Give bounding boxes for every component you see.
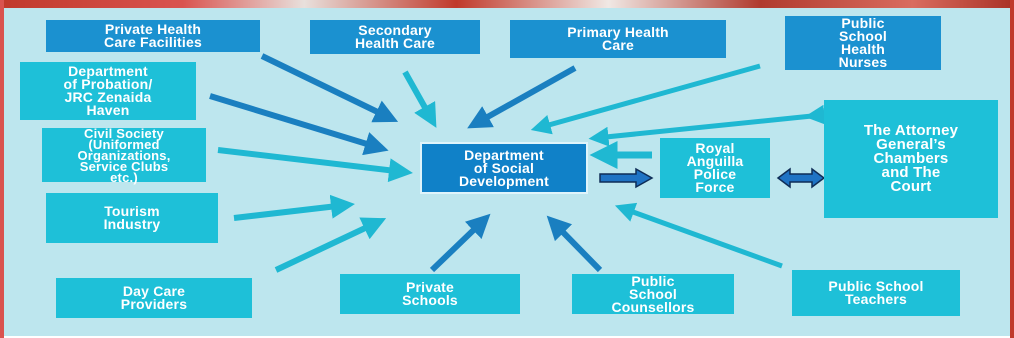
node-public-school-counsellors: Public School Counsellors	[572, 274, 734, 314]
node-day-care-providers: Day Care Providers	[56, 278, 252, 318]
node-royal-anguilla-police-force: Royal Anguilla Police Force	[660, 138, 770, 198]
node-secondary-health-care: Secondary Health Care	[310, 20, 480, 54]
node-tourism-industry: Tourism Industry	[46, 193, 218, 243]
node-department-of-social-development: Department of Social Development	[420, 142, 588, 194]
node-private-health-care: Private Health Care Facilities	[46, 20, 260, 52]
right-frame-edge	[1010, 0, 1014, 338]
left-frame-edge	[0, 0, 4, 338]
node-attorney-generals-chambers: The Attorney General’s Chambers and The …	[824, 100, 998, 218]
node-public-school-health-nurses: Public School Health Nurses	[785, 16, 941, 70]
node-civil-society: Civil Society (Uniformed Organizations, …	[42, 127, 206, 184]
node-public-school-teachers: Public School Teachers	[792, 270, 960, 316]
node-primary-health-care: Primary Health Care	[510, 20, 726, 58]
node-department-of-probation: Department of Probation/ JRC Zenaida Hav…	[20, 62, 196, 120]
node-private-schools: Private Schools	[340, 274, 520, 314]
